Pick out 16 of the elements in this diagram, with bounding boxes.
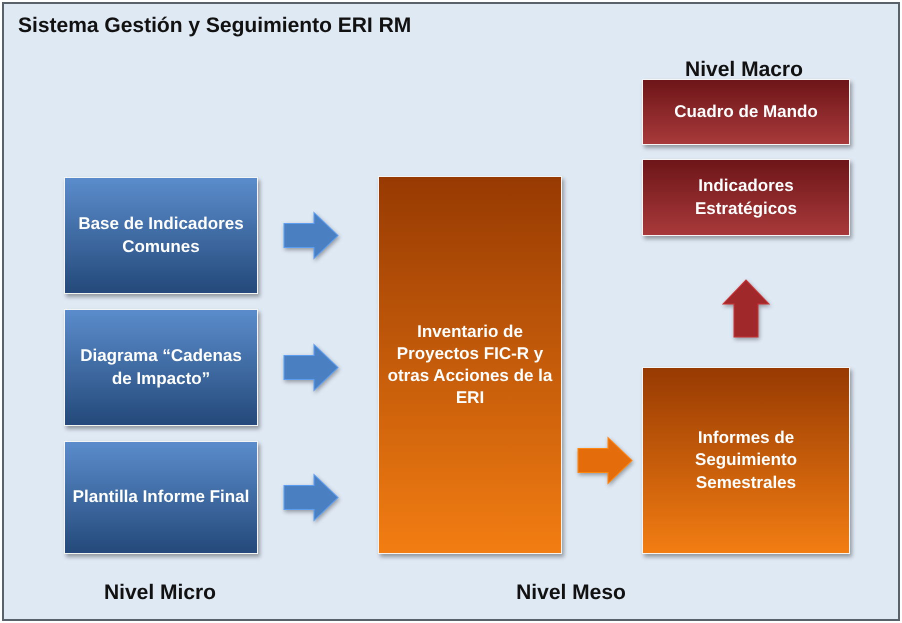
level-label: Nivel Micro (104, 581, 216, 605)
process-box: Diagrama “Cadenas de Impacto” (64, 309, 258, 426)
output-box: Cuadro de Mando (642, 79, 850, 145)
output-box: Indicadores Estratégicos (642, 159, 850, 236)
level-label: Nivel Meso (516, 581, 626, 605)
block-arrow (578, 436, 633, 485)
diagram-title: Sistema Gestión y Seguimiento ERI RM (18, 14, 412, 38)
block-arrow (722, 279, 770, 338)
block-arrow (284, 343, 339, 392)
process-box: Base de Indicadores Comunes (64, 177, 258, 294)
level-label: Nivel Macro (685, 58, 803, 82)
block-arrow (284, 473, 339, 522)
block-arrow (284, 211, 339, 260)
process-box: Inventario de Proyectos FIC-R y otras Acciones de la ERI (378, 176, 562, 554)
process-box: Plantilla Informe Final (64, 441, 258, 554)
process-box: Informes de Seguimiento Semestrales (642, 367, 850, 554)
